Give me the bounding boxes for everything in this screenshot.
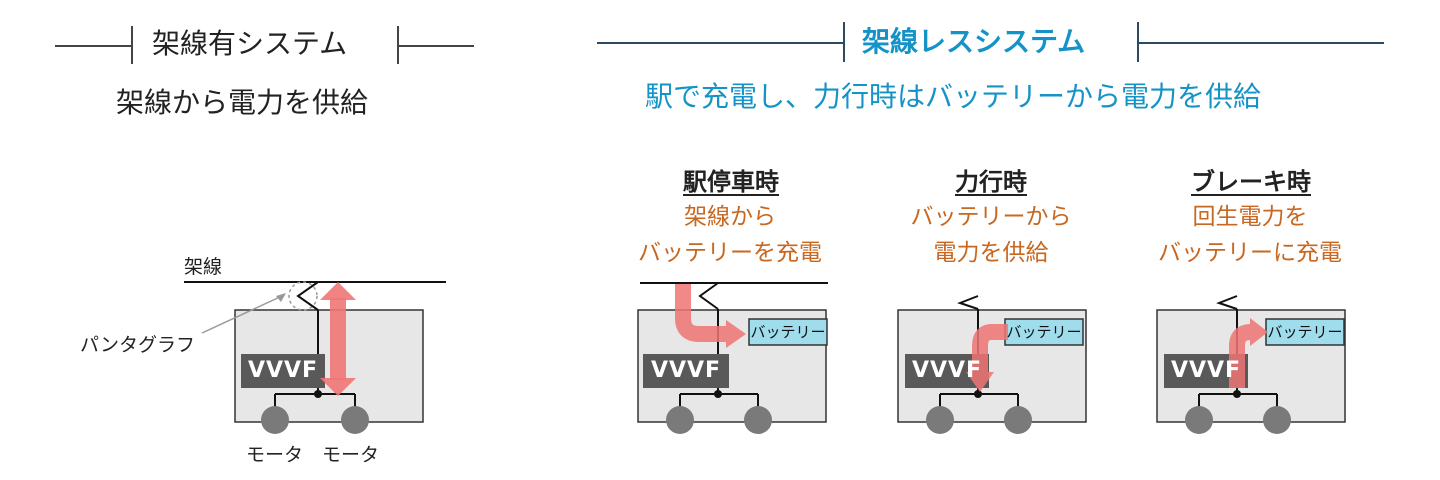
motor-left-label: モータ	[246, 444, 304, 466]
bidirectional-power-arrow-icon	[320, 282, 356, 396]
step1-vvvf-label: VVVF	[650, 358, 722, 383]
left-subtitle: 架線から電力を供給	[116, 86, 369, 119]
step1-battery-label: バッテリー	[750, 323, 826, 341]
right-header-line-right	[1139, 42, 1384, 44]
pantograph-leader	[201, 295, 283, 334]
step2-title: 力行時	[955, 168, 1027, 196]
pantograph-label: パンタグラフ	[80, 334, 195, 356]
left-header-title: 架線有システム	[152, 27, 348, 60]
step3-battery-label: バッテリー	[1267, 323, 1343, 341]
step2-vvvf-label: VVVF	[911, 358, 983, 383]
left-vvvf-label: VVVF	[247, 358, 319, 383]
step3-title: ブレーキ時	[1191, 168, 1311, 196]
right-header-line-left	[597, 42, 843, 44]
step1-charge-arrow-icon	[675, 284, 746, 348]
vvvf-box	[241, 354, 325, 388]
right-header-bracket-right	[1137, 22, 1139, 62]
right-header-title: 架線レスシステム	[862, 25, 1086, 58]
step1-desc-line1: 架線から	[684, 204, 776, 230]
left-header-bracket-left	[131, 26, 133, 64]
motor-left-icon	[261, 406, 289, 434]
step2-desc-line2: 電力を供給	[933, 240, 1049, 266]
motor-right-icon	[341, 406, 369, 434]
step2-desc-line1: バッテリーから	[910, 204, 1072, 230]
step3-regen-arrow-icon	[1229, 318, 1268, 388]
step1-desc-line2: バッテリーを充電	[638, 240, 822, 266]
step3-vvvf-label: VVVF	[1170, 358, 1242, 383]
step3-desc-line2: バッテリーに充電	[1158, 240, 1342, 266]
right-subtitle: 駅で充電し、力行時はバッテリーから電力を供給	[645, 80, 1262, 113]
right-header-bracket-left	[843, 22, 845, 62]
step2-discharge-arrow-icon	[966, 324, 1008, 392]
left-header-line-left	[55, 45, 131, 47]
left-header-line-right	[399, 45, 474, 47]
wire-label: 架線	[184, 256, 223, 278]
motor-right-label: モータ	[322, 444, 380, 466]
left-header-bracket-right	[397, 26, 399, 64]
step2-battery-label: バッテリー	[1006, 323, 1082, 341]
step3-desc-line1: 回生電力を	[1192, 204, 1308, 230]
step1-title: 駅停車時	[683, 168, 779, 196]
